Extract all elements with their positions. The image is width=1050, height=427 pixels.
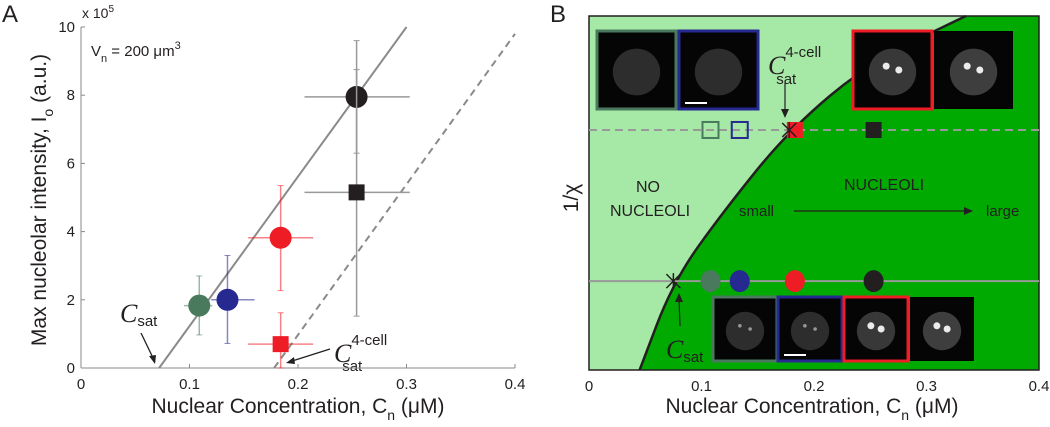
- panel-b-y-label: 1/χ: [560, 184, 583, 213]
- csat-arrow: [678, 297, 681, 327]
- data-point-circle: [216, 288, 239, 311]
- marker-circle: [784, 270, 805, 293]
- nucleolus-spot: [976, 66, 984, 74]
- csat4-arrow: [288, 348, 331, 363]
- data-point-circle: [188, 294, 211, 317]
- micrograph: [851, 29, 934, 111]
- panel-a-plot: 0 0.1 0.2 0.3 0.4 0 2 4 6 8 10: [58, 19, 525, 393]
- y-multiplier: x 105: [82, 4, 114, 21]
- volume-annotation: Vn = 200 μm3: [91, 40, 181, 65]
- nucleolus-spot: [877, 325, 885, 333]
- nucleolus-spot: [738, 324, 742, 328]
- csat-arrowhead: [149, 355, 156, 364]
- fit-line-dashed: [273, 33, 516, 369]
- data-point-square: [348, 184, 365, 201]
- nucleolus-spot: [882, 62, 890, 70]
- y-tick-label: 4: [67, 224, 75, 241]
- marker-circle: [700, 270, 721, 293]
- micrograph: [934, 31, 1013, 109]
- marker-square-hollow: [730, 120, 749, 139]
- micrograph-frame: [851, 29, 934, 111]
- nucleus: [949, 48, 998, 96]
- nucleus: [856, 311, 896, 351]
- nucleolus-spot: [803, 324, 807, 328]
- y-tick-label: 10: [58, 19, 75, 36]
- csat-arrowhead: [675, 293, 683, 302]
- x-tick-label: 0.3: [916, 378, 937, 395]
- nucleolus-spot: [963, 62, 971, 70]
- data-point-circle: [269, 226, 292, 249]
- nucleolus-spot: [813, 327, 817, 331]
- size-small-label: small: [739, 203, 774, 220]
- nucleolus-spot: [867, 322, 875, 330]
- x-tick-label: 0.4: [505, 376, 526, 393]
- x-tick-label: 0.2: [804, 378, 825, 395]
- nucleus: [694, 48, 743, 96]
- nucleolus-spot: [748, 327, 752, 331]
- x-tick-label: 0.4: [1029, 378, 1050, 395]
- micrograph-frame: [711, 295, 779, 363]
- micrograph: [776, 295, 844, 363]
- nucleolus-spot: [943, 325, 951, 333]
- micrograph: [595, 29, 678, 111]
- x-tick-label: 0.3: [396, 376, 417, 393]
- micrograph: [910, 297, 974, 361]
- panel-b-x-label: Nuclear Concentration, Cn (μM): [666, 395, 959, 423]
- csat-star-marker: [665, 273, 681, 290]
- nucleus: [790, 311, 830, 351]
- nucleolus-spot: [933, 322, 941, 330]
- marker-circle: [863, 270, 884, 293]
- nucleus: [612, 48, 661, 96]
- y-tick-label: 2: [67, 292, 75, 309]
- x-tick-label: 0: [77, 376, 85, 393]
- nucleus: [868, 48, 917, 96]
- micrograph-frame: [842, 295, 910, 363]
- marker-circle: [729, 270, 750, 293]
- csat4-arrowhead: [781, 109, 789, 118]
- nucleolus-spot: [895, 66, 903, 74]
- micrograph-frame: [595, 29, 678, 111]
- phase-boundary: [638, 14, 967, 371]
- panel-b-plot: 0 0.1 0.2 0.3 0.4: [585, 14, 1050, 395]
- x-tick-label: 0.1: [179, 376, 200, 393]
- panel-a-label: A: [2, 1, 18, 28]
- panel-a-y-label: Max nucleolar intensity, Io (a.u.): [28, 54, 56, 346]
- csat-label-a: Csat: [120, 299, 158, 330]
- marker-square-filled: [786, 121, 803, 138]
- size-arrowhead: [964, 207, 973, 215]
- micrograph: [842, 295, 910, 363]
- marker-square-hollow: [701, 120, 720, 139]
- panel-b-label: B: [550, 1, 566, 28]
- size-large-label: large: [986, 203, 1019, 220]
- region-no-nucleoli-line2: NUCLEOLI: [610, 203, 690, 220]
- marker-square-filled: [865, 121, 882, 138]
- x-tick-label: 0.1: [691, 378, 712, 395]
- panel-a-x-label: Nuclear Concentration, Cn (μM): [152, 395, 445, 423]
- micrograph: [677, 29, 760, 111]
- csat4-arrowhead: [286, 357, 295, 364]
- nucleus: [725, 311, 765, 351]
- data-point-square: [272, 336, 289, 353]
- y-tick-label: 6: [67, 155, 75, 172]
- nucleus: [922, 311, 962, 351]
- micrograph: [711, 295, 779, 363]
- micrograph-frame: [677, 29, 760, 111]
- csat-star-marker: [781, 121, 797, 138]
- micrograph-frame: [776, 295, 844, 363]
- csat-label-b: Csat: [666, 335, 704, 366]
- plot-frame: [588, 15, 1040, 371]
- fit-line-solid: [158, 26, 408, 369]
- region-no-nucleoli-line1: NO: [636, 179, 660, 196]
- y-tick-label: 8: [67, 87, 75, 104]
- x-tick-label: 0: [585, 378, 593, 395]
- y-tick-label: 0: [67, 360, 75, 377]
- x-tick-label: 0.2: [288, 376, 309, 393]
- region-nucleoli: NUCLEOLI: [844, 177, 924, 194]
